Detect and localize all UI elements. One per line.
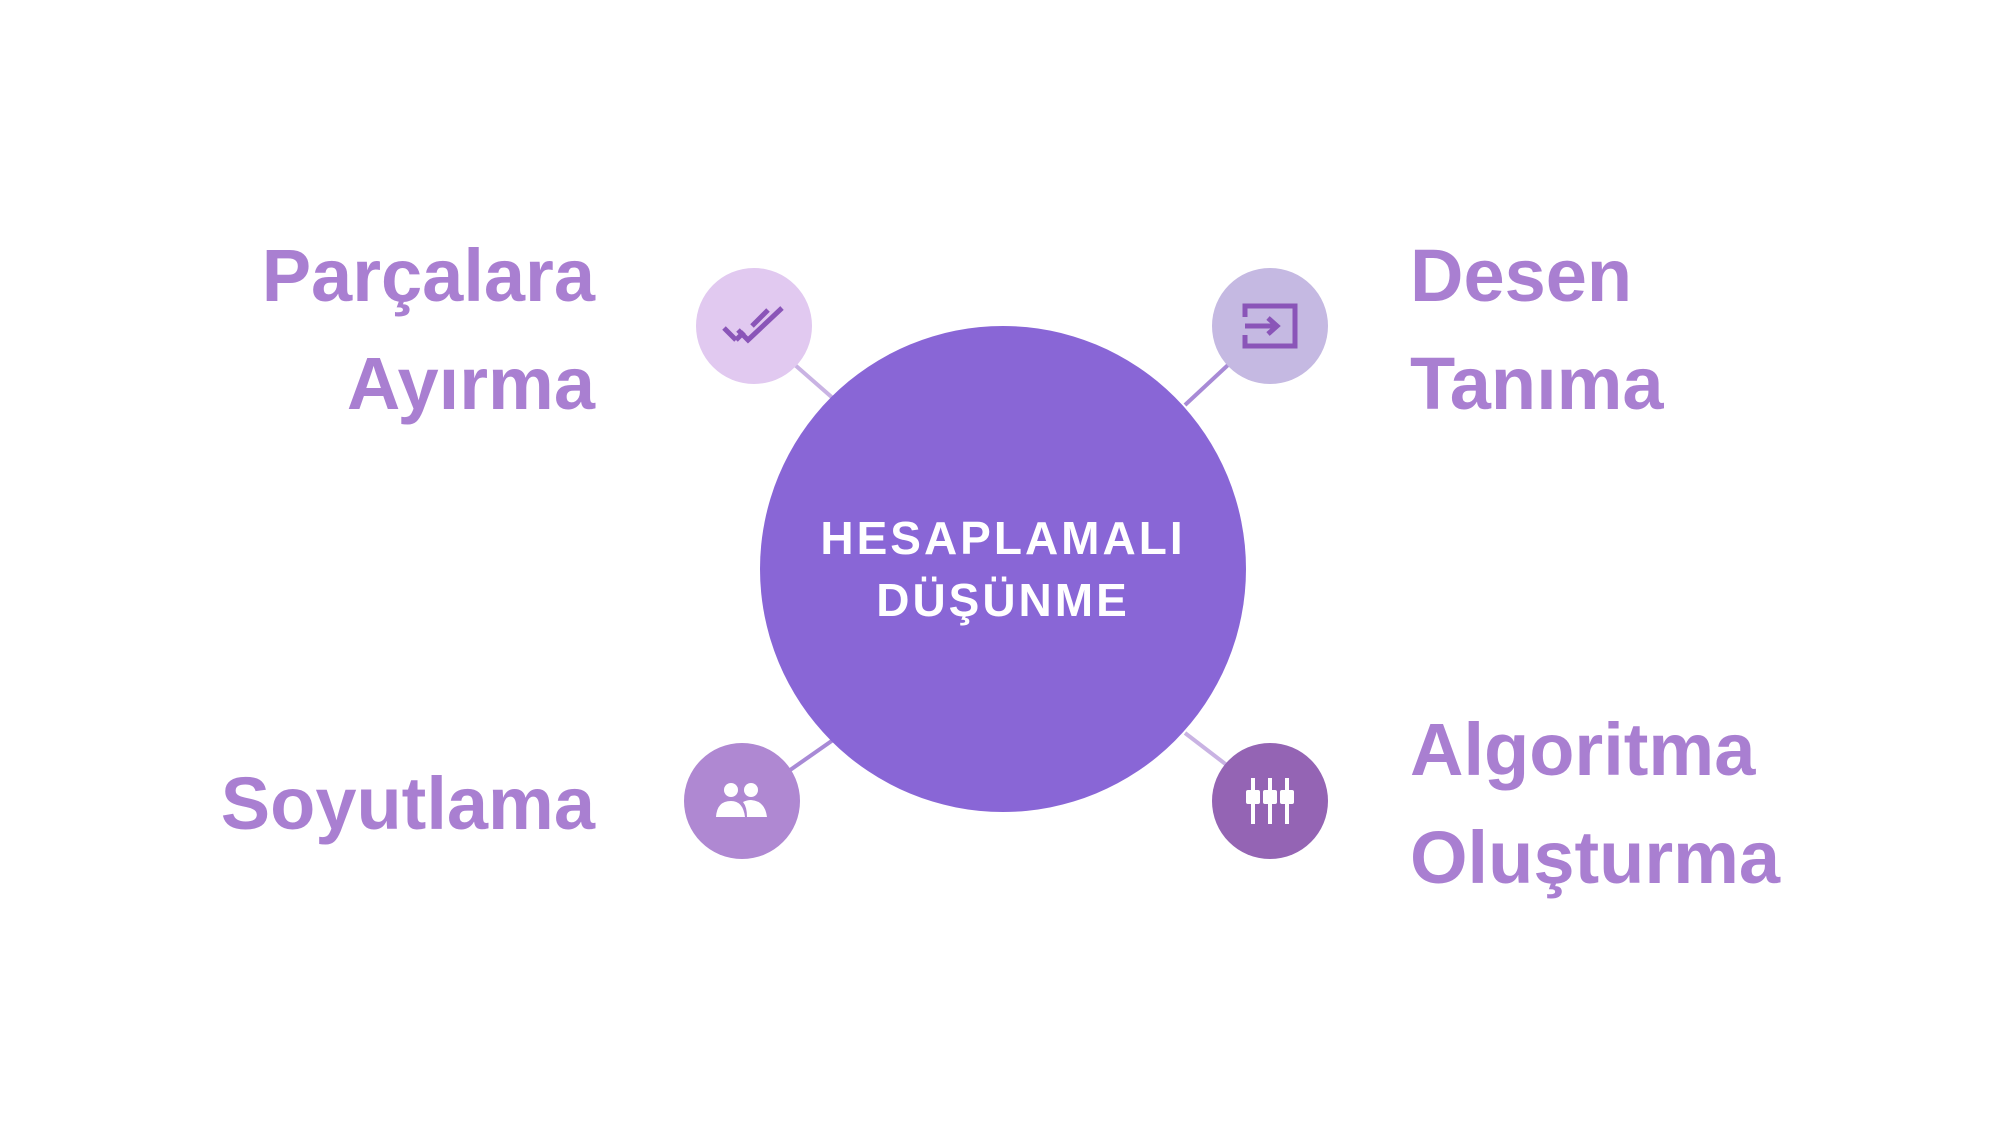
- label-abstraction: Soyutlama: [221, 750, 595, 858]
- label-pattern: Desen Tanıma: [1410, 222, 1664, 438]
- connector-pattern: [1183, 363, 1230, 407]
- input-arrow-icon: [1242, 303, 1298, 349]
- central-concept-circle: HESAPLAMALI DÜŞÜNME: [760, 326, 1246, 812]
- sliders-icon: [1246, 778, 1294, 824]
- double-check-icon: [722, 306, 784, 344]
- label-line2: Oluşturma: [1410, 816, 1781, 899]
- center-title-line2: DÜŞÜNME: [876, 574, 1130, 626]
- label-line1: Desen: [1410, 234, 1633, 317]
- connector-decomposition: [793, 363, 837, 402]
- label-line1: Parçalara: [261, 234, 595, 317]
- connector-algorithm: [1183, 731, 1230, 768]
- connector-abstraction: [781, 738, 835, 777]
- label-line1: Soyutlama: [220, 762, 595, 845]
- people-icon: [716, 783, 767, 817]
- node-pattern: [1212, 268, 1328, 384]
- label-algorithm: Algoritma Oluşturma: [1410, 696, 1780, 912]
- label-line1: Algoritma: [1410, 708, 1756, 791]
- node-algorithm: [1212, 743, 1328, 859]
- center-title-line1: HESAPLAMALI: [820, 512, 1186, 564]
- node-decomposition: [696, 268, 812, 384]
- label-decomposition: Parçalara Ayırma: [262, 222, 595, 438]
- label-line2: Tanıma: [1410, 342, 1664, 425]
- node-abstraction: [684, 743, 800, 859]
- label-line2: Ayırma: [346, 342, 595, 425]
